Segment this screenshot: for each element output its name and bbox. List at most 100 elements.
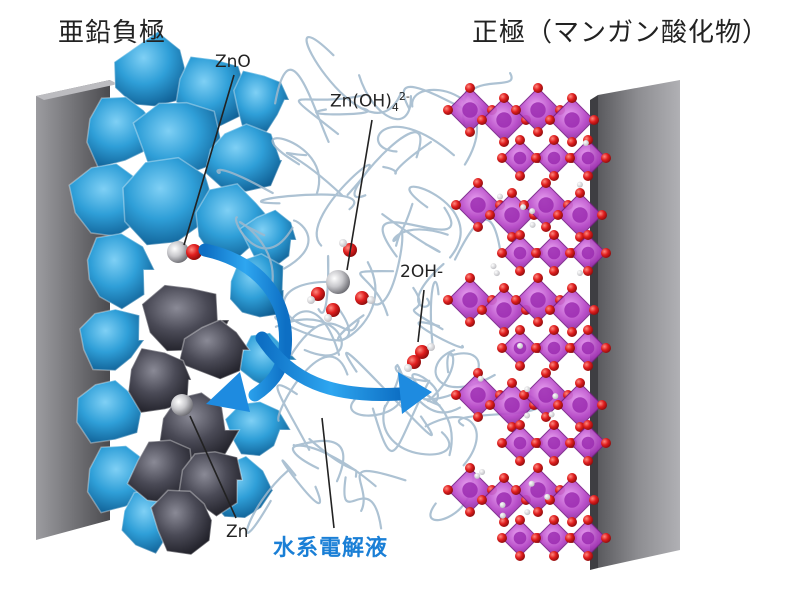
oxygen-atom [473, 178, 483, 188]
fiber [427, 352, 455, 403]
oxygen-atom [511, 105, 521, 115]
mn-atom [547, 151, 561, 165]
leader-lines [183, 74, 425, 529]
mn-atom [530, 482, 546, 498]
oxygen-atom [533, 127, 543, 137]
oxygen-atom [531, 153, 541, 163]
oxygen-atom [565, 153, 575, 163]
fiber [337, 261, 377, 342]
oxygen-atom [533, 273, 543, 283]
oxygen-atom [549, 420, 559, 430]
oxygen-atom [575, 188, 585, 198]
oxygen-atom [567, 327, 577, 337]
oxygen-atom [465, 273, 475, 283]
zno-crystal [204, 123, 284, 193]
hydroxide-ion [404, 343, 435, 372]
fiber [353, 131, 422, 199]
mn-atom [462, 482, 478, 498]
oxygen-atom [465, 507, 475, 517]
interstitial-atom [524, 386, 531, 393]
mn-atom [547, 341, 561, 355]
oxygen-atom [515, 171, 525, 181]
oxygen-atom [515, 135, 525, 145]
oxygen-atom [533, 463, 543, 473]
fiber [381, 206, 453, 258]
oxygen-atom [497, 533, 507, 543]
oxygen-atom [601, 343, 611, 353]
oxygen-atom [549, 515, 559, 525]
fiber [381, 213, 441, 253]
fiber [408, 185, 462, 259]
interstitial-atom [528, 480, 535, 487]
oxygen-atom [515, 420, 525, 430]
interstitial-atom [477, 375, 484, 382]
fiber [411, 88, 479, 166]
oxygen-atom [549, 325, 559, 335]
oxygen-atom [499, 327, 509, 337]
fiber [291, 444, 377, 488]
oxygen-atom [583, 230, 593, 240]
interstitial-atom [497, 193, 503, 200]
fiber [274, 318, 343, 357]
oxygen-atom [499, 137, 509, 147]
fiber [371, 379, 431, 452]
oxygen-atom [473, 222, 483, 232]
mn-atom [530, 292, 546, 308]
zn-particle [150, 489, 213, 556]
leader-zincate [346, 119, 373, 271]
fiber [429, 280, 440, 350]
hydroxide-label: 2OH- [400, 262, 444, 282]
oxygen-atom [477, 115, 487, 125]
oxygen-atom [515, 456, 525, 466]
interstitial-atom [524, 412, 531, 419]
mn-atom [547, 436, 561, 450]
fiber [308, 437, 358, 478]
interstitial-atom [474, 472, 481, 479]
oxygen-atom [515, 551, 525, 561]
oxygen-atom [575, 378, 585, 388]
fiber [412, 286, 444, 331]
mn-atom [547, 246, 561, 260]
fiber [285, 151, 344, 197]
oxygen-atom [583, 420, 593, 430]
oxygen-atom [515, 325, 525, 335]
fiber [281, 459, 322, 505]
oxygen-atom [497, 438, 507, 448]
oxygen-atom [477, 305, 487, 315]
interstitial-atom [499, 502, 506, 508]
oxygen-atom [597, 210, 607, 220]
oxygen-atom [531, 248, 541, 258]
oxygen-atom [565, 533, 575, 543]
fiber [216, 168, 274, 195]
interstitial-atom [529, 221, 536, 228]
zincate-label-sup: 2- [398, 90, 410, 103]
fiber [392, 202, 449, 243]
fiber [271, 137, 321, 195]
oxygen-atom [565, 438, 575, 448]
oxygen-atom [575, 232, 585, 242]
fiber [377, 125, 455, 157]
fiber [276, 384, 311, 451]
mn-atom [581, 531, 595, 545]
oxygen-atom [567, 517, 577, 527]
interstitial-atom [479, 469, 486, 475]
oxygen-atom [497, 248, 507, 258]
reaction-arrows [198, 243, 432, 414]
fiber [238, 221, 274, 296]
interstitial-atom [576, 181, 583, 188]
oxygen-atom [499, 283, 509, 293]
oxygen-atom [499, 517, 509, 527]
zincate-label: Zn(OH)42- [330, 90, 410, 114]
oxygen-atom [443, 485, 453, 495]
oxygen-atom [465, 127, 475, 137]
zincate-ion [307, 239, 375, 322]
oxygen-atom [565, 343, 575, 353]
fiber [315, 107, 370, 116]
oxygen-atom [583, 171, 593, 181]
oxygen-atom [549, 230, 559, 240]
mn-atom [581, 436, 595, 450]
interstitial-atom [499, 512, 506, 519]
interstitial-atom [524, 509, 531, 516]
oxygen-atom [589, 495, 599, 505]
fiber [297, 94, 366, 136]
